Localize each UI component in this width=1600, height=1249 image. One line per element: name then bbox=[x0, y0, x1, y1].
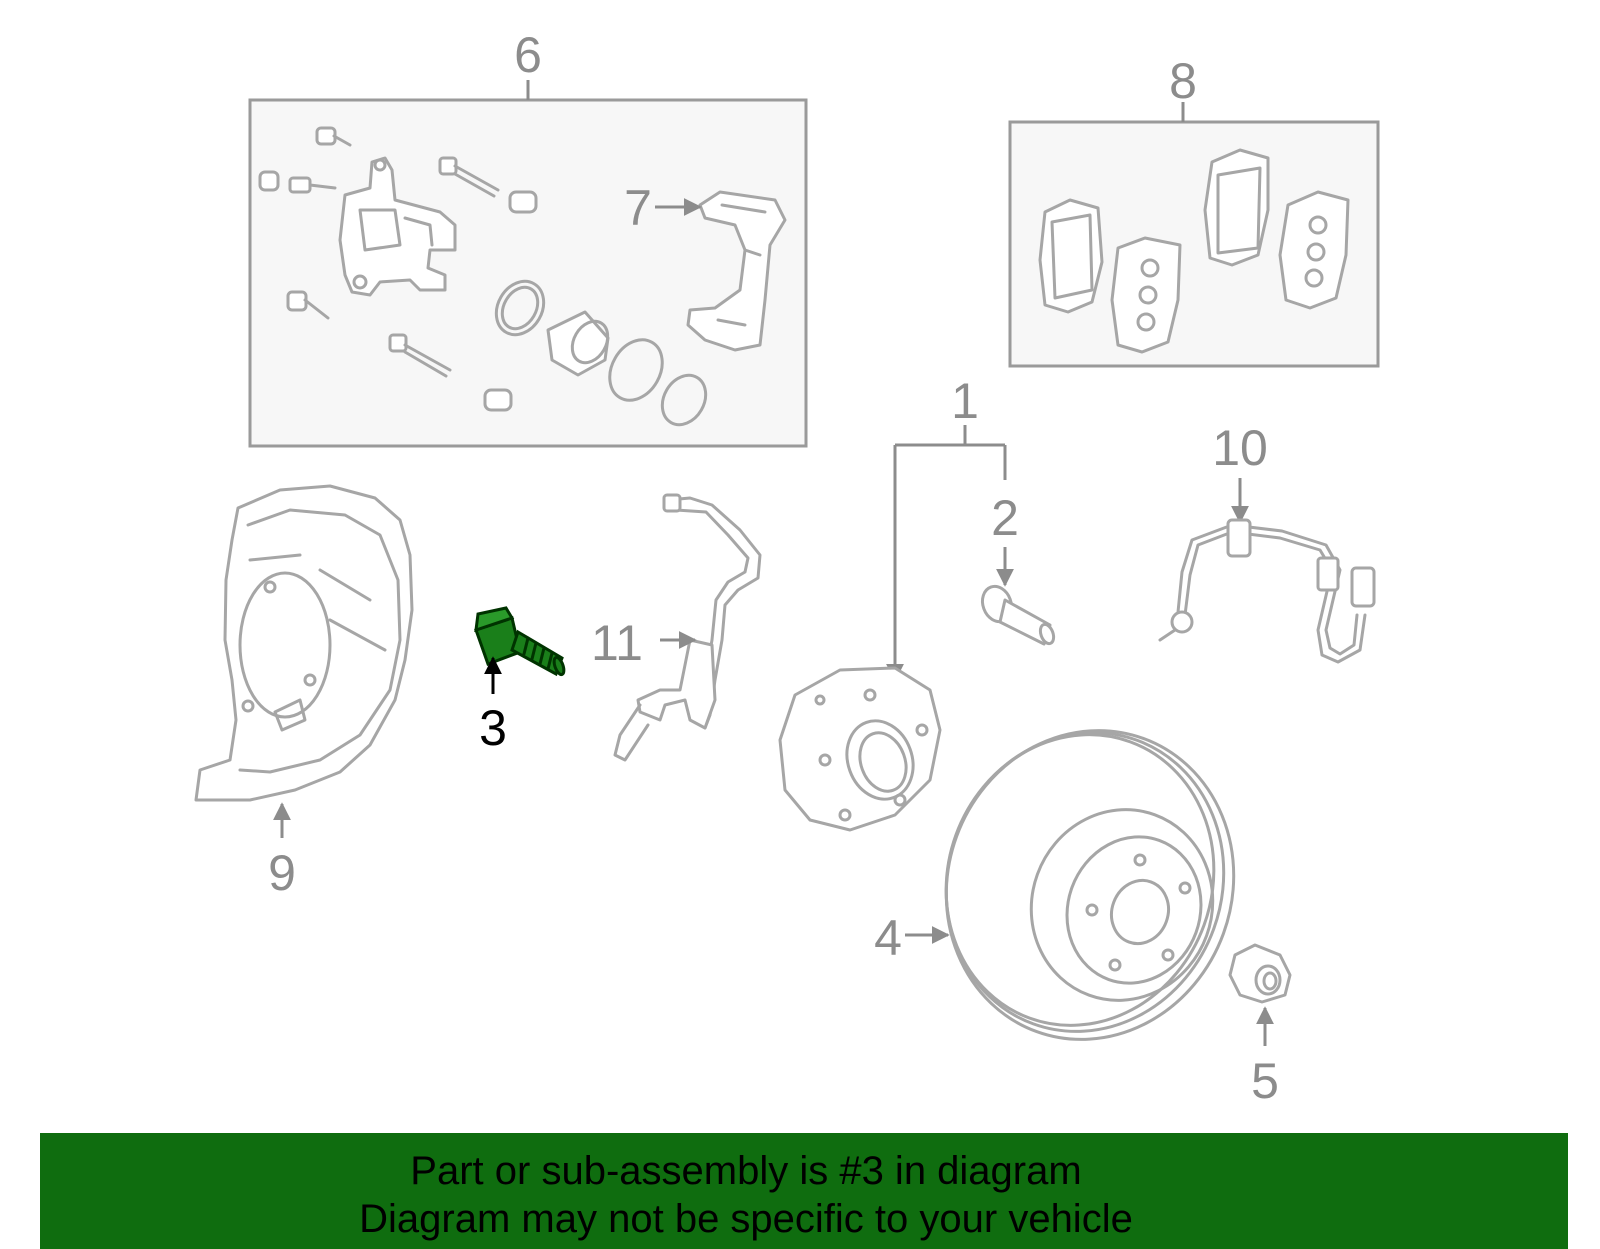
pad-2 bbox=[1110, 236, 1182, 354]
hub-callout-group: 1 2 bbox=[886, 373, 1019, 682]
caliper-hardware bbox=[258, 126, 538, 412]
caliper-body bbox=[338, 156, 457, 297]
callout-7[interactable]: 7 bbox=[624, 180, 652, 236]
dust-shield bbox=[194, 484, 414, 802]
brake-pads-group: 8 bbox=[1008, 53, 1380, 368]
banner-line-2: Diagram may not be specific to your vehi… bbox=[359, 1197, 1133, 1241]
brake-rotor bbox=[944, 729, 1236, 1041]
piston-and-seals bbox=[494, 279, 708, 427]
callout-9[interactable]: 9 bbox=[268, 845, 296, 901]
callout-1[interactable]: 1 bbox=[951, 373, 979, 429]
callout-6[interactable]: 6 bbox=[514, 27, 542, 83]
wheel-hub bbox=[778, 666, 942, 832]
callout-3[interactable]: 3 bbox=[479, 700, 507, 756]
abs-sensor bbox=[613, 493, 762, 762]
banner-line-1: Part or sub-assembly is #3 in diagram bbox=[410, 1149, 1082, 1193]
pad-4 bbox=[1278, 190, 1350, 310]
hub-bolt bbox=[980, 584, 1056, 646]
callout-11[interactable]: 11 bbox=[591, 615, 643, 671]
pad-3 bbox=[1203, 148, 1270, 267]
pad-1 bbox=[1038, 198, 1104, 314]
callout-5[interactable]: 5 bbox=[1251, 1053, 1279, 1109]
callout-10[interactable]: 10 bbox=[1212, 420, 1268, 476]
brake-hose: 10 bbox=[1158, 420, 1376, 664]
lug-nut bbox=[1228, 943, 1292, 1004]
callout-4[interactable]: 4 bbox=[874, 910, 902, 966]
info-banner: Part or sub-assembly is #3 in diagram Di… bbox=[40, 1133, 1568, 1249]
caliper-bracket: 7 bbox=[624, 180, 787, 352]
highlighted-bolt-part-3[interactable] bbox=[474, 606, 566, 677]
callout-2[interactable]: 2 bbox=[991, 490, 1019, 546]
caliper-kit-group: 6 bbox=[248, 27, 808, 448]
callout-8[interactable]: 8 bbox=[1169, 53, 1197, 109]
